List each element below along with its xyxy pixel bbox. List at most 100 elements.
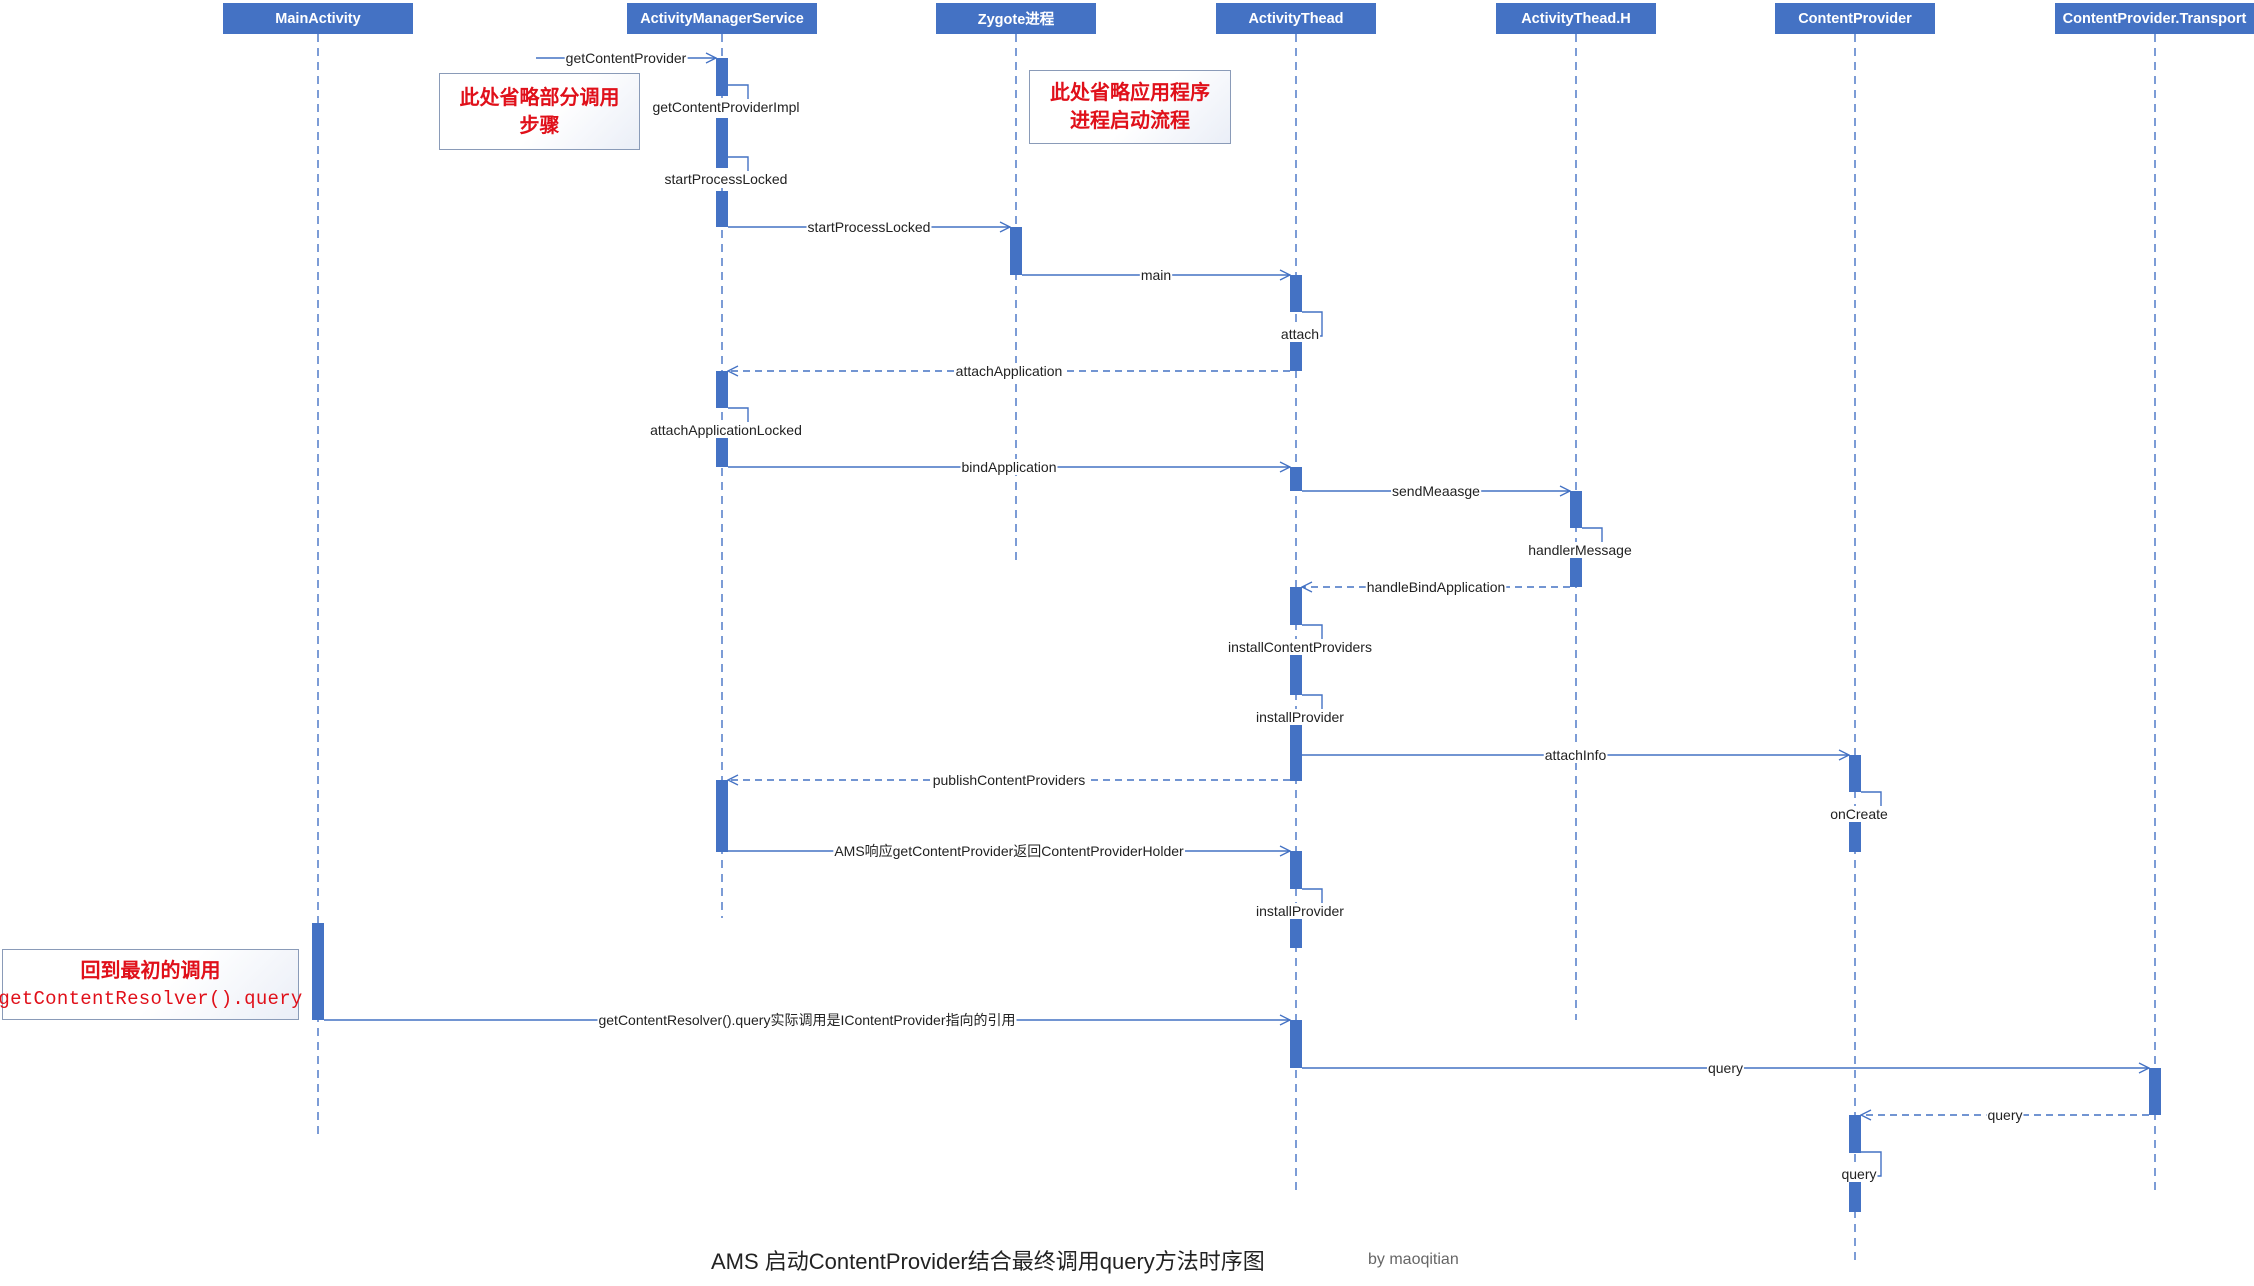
message-19-installprovider: installProvider [1255,888,1346,919]
participant-activity-manager-service: ActivityManagerService [627,3,817,34]
note-back-to-call-line2: getContentResolver().query [0,987,303,1010]
message-1-getcontentprovider-label-bg [564,50,688,66]
activation-ams-4 [716,371,728,408]
activation-bars [312,58,2161,1212]
activation-ams-5 [716,430,728,467]
message-16-oncreate: onCreate [1829,791,1890,822]
message-9-bindapplication: bindApplication [728,459,1290,475]
message-17-publishcontentproviders-label: publishContentProviders [933,772,1086,788]
participant-content-provider-transport: ContentProvider.Transport [2055,3,2254,34]
activation-ath-2 [1570,550,1582,587]
activation-ath-1 [1570,491,1582,528]
message-19-installprovider-label-bg [1255,903,1346,919]
message-4-startprocesslocked-label: startProcessLocked [808,219,931,235]
activation-cp-2 [1849,815,1861,852]
messages: getContentProvider getContentProviderImpl… [324,50,2149,1182]
diagram-caption: AMS 启动ContentProvider结合最终调用query方法时序图 [711,1249,1265,1274]
activation-main-activity [312,923,324,1020]
message-9-bindapplication-label-bg [960,459,1058,475]
message-3-startprocesslocked: startProcessLocked [663,156,789,187]
message-21-query: query [1302,1060,2149,1076]
message-14-installprovider-label: installProvider [1256,709,1344,725]
message-8-attachapplicationlocked-label: attachApplicationLocked [650,422,802,438]
activation-cpt [2149,1068,2161,1115]
message-7-attachapplication: attachApplication [728,363,1290,379]
message-17-publishcontentproviders-label-bg [931,772,1087,788]
note-omitted-launch-line1: 此处省略应用程序 [1050,82,1210,104]
message-2-getcontentproviderimpl-label: getContentProviderImpl [652,99,799,115]
activation-at-7 [1290,851,1302,889]
note-omitted-steps-line2: 步骤 [519,114,560,137]
note-omitted-launch-line2: 进程启动流程 [1070,110,1190,132]
message-19-installprovider-label: installProvider [1256,903,1344,919]
message-13-installcontentproviders: installContentProviders [1227,624,1373,655]
message-20-getcontentresolver-query-icontentprovider-label-bg [597,1012,1017,1028]
author-credit: by maoqitian [1368,1251,1459,1268]
message-5-main: main [1022,267,1290,283]
message-3-startprocesslocked-label: startProcessLocked [665,171,788,187]
message-10-sendmeaasge: sendMeaasge [1302,483,1570,499]
activation-at-3 [1290,467,1302,491]
activation-cp-1 [1849,755,1861,792]
message-22-query-label-bg [1986,1107,2024,1123]
message-1-getcontentprovider-label: getContentProvider [566,50,687,66]
participant-activity-thead: ActivityThead [1216,3,1376,34]
note-back-to-call: 回到最初的调用 getContentResolver().query [0,949,302,1020]
message-16-oncreate-label: onCreate [1830,806,1888,822]
message-7-attachapplication-label: attachApplication [956,363,1063,379]
activation-ams-1 [716,58,728,96]
activation-ams-6 [716,780,728,852]
activation-at-2 [1290,335,1302,371]
message-8-attachapplicationlocked: attachApplicationLocked [649,407,803,438]
message-6-attach: attach [1279,311,1323,342]
message-14-installprovider: installProvider [1255,694,1346,725]
activation-zygote [1010,227,1022,275]
participant-main-activity: MainActivity [223,3,413,34]
message-12-handlebindapplication-label-bg [1365,579,1507,595]
activation-at-9 [1290,1020,1302,1068]
message-4-startprocesslocked: startProcessLocked [728,219,1010,235]
participant-zygote: Zygote进程 [936,3,1096,34]
activation-at-4 [1290,587,1302,625]
message-18-ams-getcontentprovider-contentproviderholder: AMS响应getContentProvider返回ContentProvider… [728,843,1290,859]
message-1-getcontentprovider: getContentProvider [536,50,716,66]
activation-ams-3 [716,191,728,227]
message-18-ams-getcontentprovider-contentproviderholder-label-bg [833,843,1186,859]
message-13-installcontentproviders-label-bg [1227,639,1373,655]
message-6-attach-label: attach [1281,326,1319,342]
message-21-query-label: query [1708,1060,1743,1076]
message-22-query-label: query [1987,1107,2022,1123]
message-11-handlermessage-label-bg [1527,542,1633,558]
message-10-sendmeaasge-label: sendMeaasge [1392,483,1480,499]
message-12-handlebindapplication: handleBindApplication [1302,579,1570,595]
message-17-publishcontentproviders: publishContentProviders [728,772,1290,788]
message-22-query: query [1861,1107,2149,1123]
message-8-attachapplicationlocked-label-bg [649,422,803,438]
message-11-handlermessage: handlerMessage [1527,527,1633,558]
message-23-query-label-bg [1840,1166,1878,1182]
note-back-to-call-line1: 回到最初的调用 [80,959,221,982]
message-5-main-label-bg [1139,267,1173,283]
activation-cp-4 [1849,1175,1861,1212]
message-23-query-label: query [1841,1166,1876,1182]
message-15-attachinfo: attachInfo [1302,747,1849,763]
message-15-attachinfo-label-bg [1543,747,1608,763]
message-7-attachapplication-label-bg [954,363,1064,379]
activation-ams-2 [716,118,728,168]
participant-activity-thead-h: ActivityThead.H [1496,3,1656,34]
activation-at-1 [1290,275,1302,312]
note-omitted-launch: 此处省略应用程序 进程启动流程 [1029,70,1231,144]
message-3-startprocesslocked-label-bg [663,171,789,187]
message-9-bindapplication-label: bindApplication [962,459,1057,475]
message-16-oncreate-label-bg [1829,806,1890,822]
message-11-handlermessage-label: handlerMessage [1528,542,1632,558]
note-omitted-steps-line1: 此处省略部分调用 [459,86,620,109]
participant-content-provider: ContentProvider [1775,3,1935,34]
message-14-installprovider-label-bg [1255,709,1346,725]
message-4-startprocesslocked-label-bg [806,219,932,235]
activation-at-6 [1290,718,1302,781]
message-6-attach-label-bg [1279,326,1321,342]
message-23-query: query [1840,1151,1882,1182]
message-21-query-label-bg [1706,1060,1745,1076]
